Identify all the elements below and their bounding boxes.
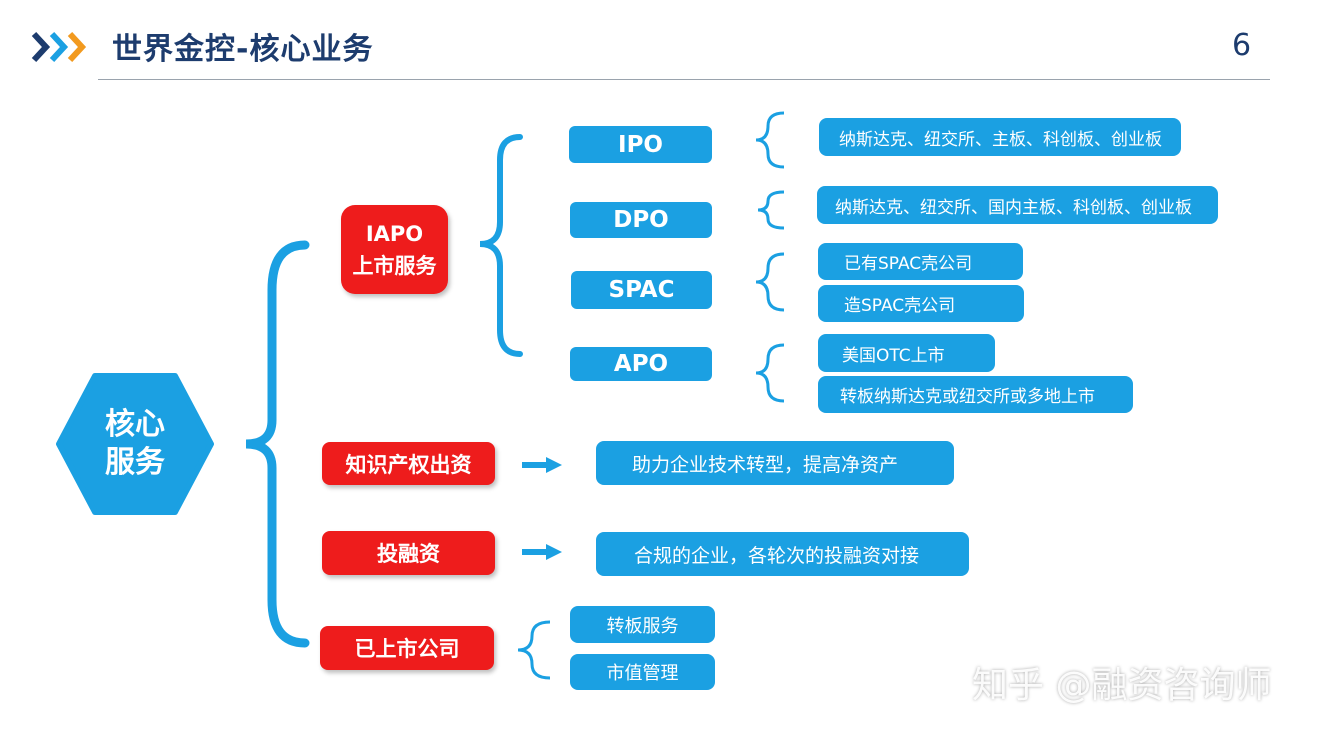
apo-detail-otc: 美国OTC上市 [818, 334, 995, 372]
page-number: 6 [1232, 28, 1252, 63]
page-title: 世界金控-核心业务 [112, 32, 374, 67]
dpo-detail: 纳斯达克、纽交所、国内主板、科创板、创业板 [817, 186, 1218, 224]
spac-detail-existing: 已有SPAC壳公司 [818, 243, 1023, 280]
iapo-label-line1: IAPO [365, 221, 424, 246]
ip-node: 知识产权出资 [322, 442, 495, 485]
iapo-label-line2: 上市服务 [352, 253, 437, 278]
core-label-line1: 核心 [105, 407, 165, 442]
apo-brace [755, 343, 785, 403]
ip-detail: 助力企业技术转型，提高净资产 [596, 441, 954, 485]
finance-arrow [522, 544, 562, 560]
core-hexagon [56, 373, 214, 515]
main-brace [245, 240, 310, 648]
listed-node: 已上市公司 [320, 626, 494, 670]
spac-brace [755, 252, 785, 312]
iapo-node: IAPO 上市服务 [341, 205, 448, 294]
listed-item-transfer: 转板服务 [570, 606, 715, 643]
watermark: 知乎 @融资咨询师 [972, 665, 1272, 706]
core-service-label: 核心 服务 [55, 372, 215, 516]
dpo-brace [757, 190, 785, 230]
method-spac: SPAC [571, 271, 712, 309]
method-ipo: IPO [569, 126, 712, 163]
ip-arrow [522, 457, 562, 473]
finance-detail: 合规的企业，各轮次的投融资对接 [596, 532, 969, 576]
header-divider [98, 79, 1270, 80]
listed-item-market-value: 市值管理 [570, 654, 715, 690]
method-apo: APO [570, 347, 712, 381]
ipo-brace [755, 111, 785, 169]
chevron-arrows-icon [31, 31, 87, 63]
listed-brace [517, 620, 551, 680]
apo-detail-uplist: 转板纳斯达克或纽交所或多地上市 [818, 376, 1133, 413]
method-dpo: DPO [570, 202, 712, 238]
iapo-brace [479, 134, 523, 357]
finance-node: 投融资 [322, 531, 495, 575]
ipo-detail: 纳斯达克、纽交所、主板、科创板、创业板 [819, 118, 1181, 156]
core-label-line2: 服务 [105, 445, 165, 480]
spac-detail-build: 造SPAC壳公司 [818, 285, 1024, 322]
